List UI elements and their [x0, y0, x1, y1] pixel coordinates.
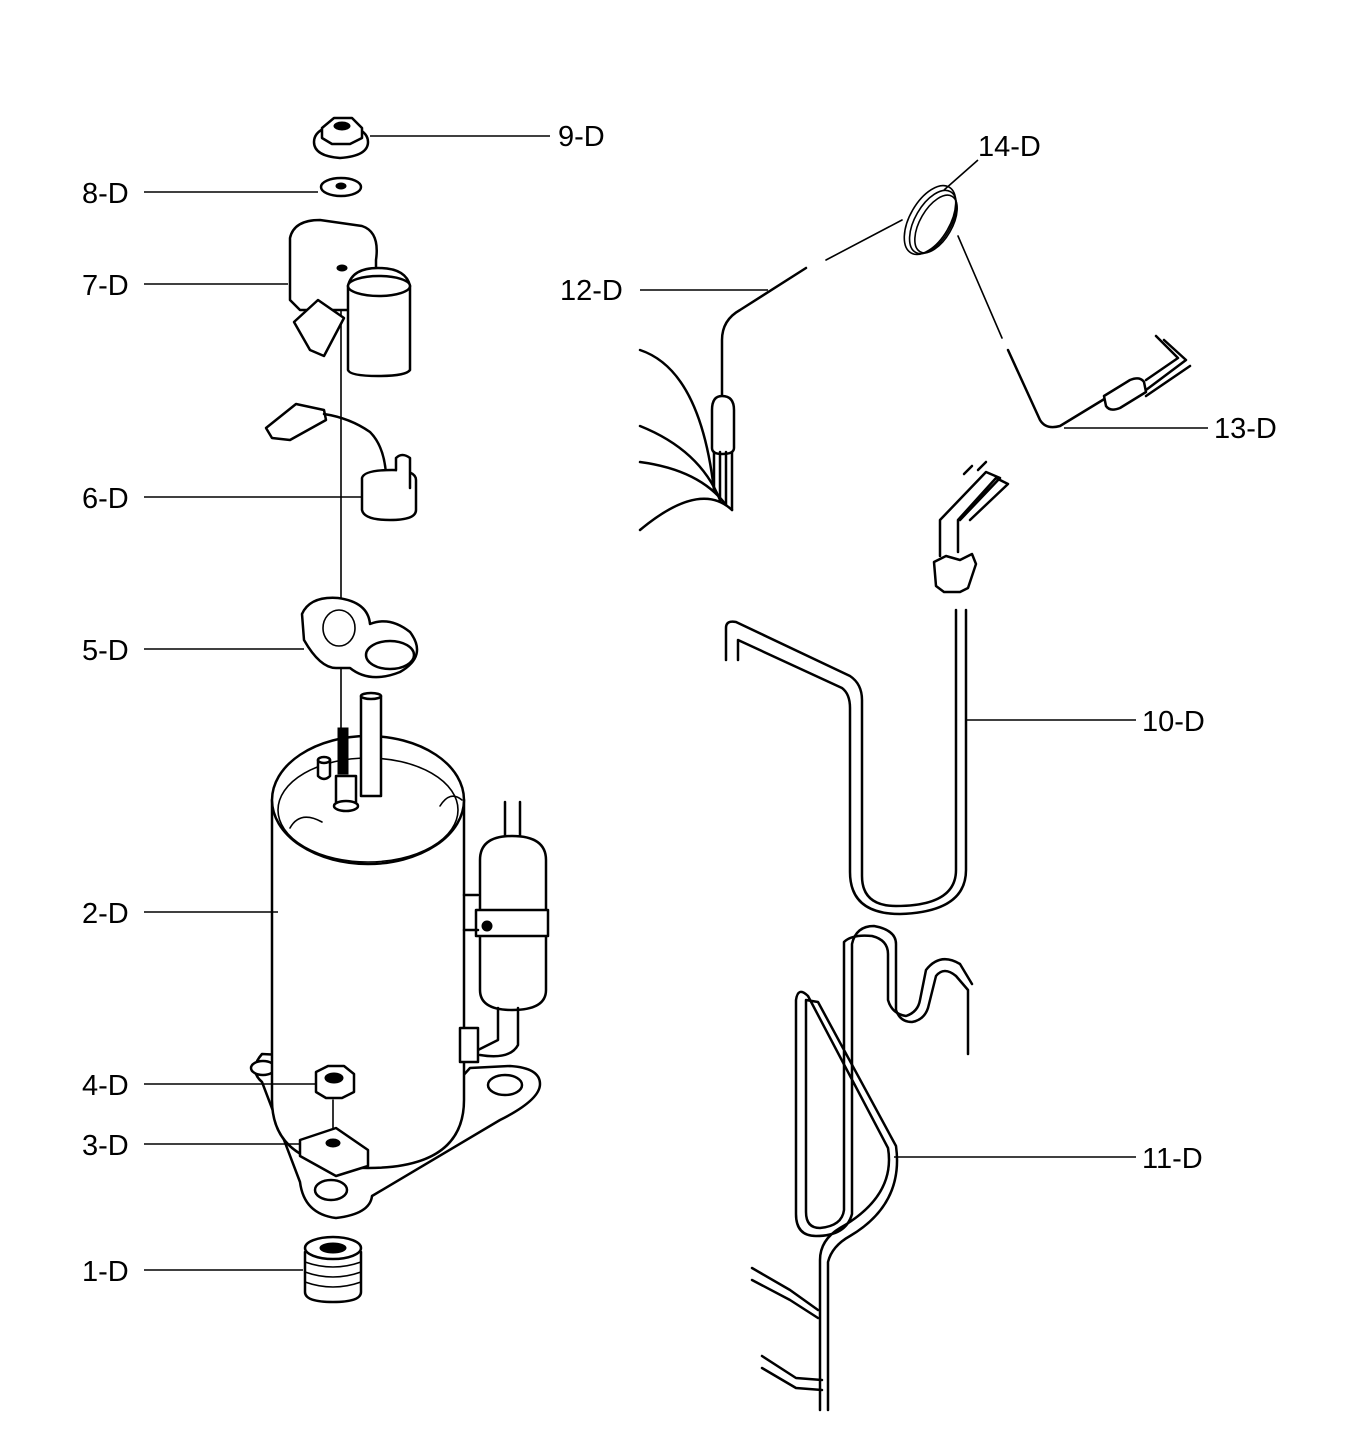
callout-13: 13-D — [1214, 413, 1277, 445]
part-11-formed-pipe — [750, 924, 974, 1412]
callout-3: 3-D — [82, 1130, 129, 1162]
callout-14: 14-D — [978, 131, 1041, 163]
callout-2: 2-D — [82, 898, 129, 930]
callout-12: 12-D — [560, 275, 623, 307]
part-5-gasket — [300, 596, 419, 679]
callout-8: 8-D — [82, 178, 129, 210]
part-8-washer — [319, 176, 363, 198]
part-6-terminal-cover — [264, 402, 418, 522]
callout-9: 9-D — [558, 121, 605, 153]
part-4-nut — [314, 1064, 356, 1129]
part-2-compressor — [270, 691, 466, 1170]
part-accumulator — [458, 800, 550, 1064]
callout-5: 5-D — [82, 635, 129, 667]
part-1-grommet — [303, 1235, 363, 1304]
part-14-capillary-coil — [825, 184, 1003, 339]
callout-4: 4-D — [82, 1070, 129, 1102]
callout-7: 7-D — [82, 270, 129, 302]
callout-10: 10-D — [1142, 706, 1205, 738]
callout-6: 6-D — [82, 483, 129, 515]
part-7-capacitor-box — [288, 218, 412, 378]
part-9-nut — [312, 116, 370, 160]
part-13-capillary-outlet — [1006, 334, 1192, 429]
part-3-foot — [298, 1126, 370, 1178]
part-12-capillary-inlet — [638, 266, 808, 532]
callout-11: 11-D — [1142, 1143, 1203, 1175]
callout-1: 1-D — [82, 1256, 129, 1288]
part-10-suction-pipe — [724, 460, 1010, 916]
leader-14 — [943, 159, 979, 191]
